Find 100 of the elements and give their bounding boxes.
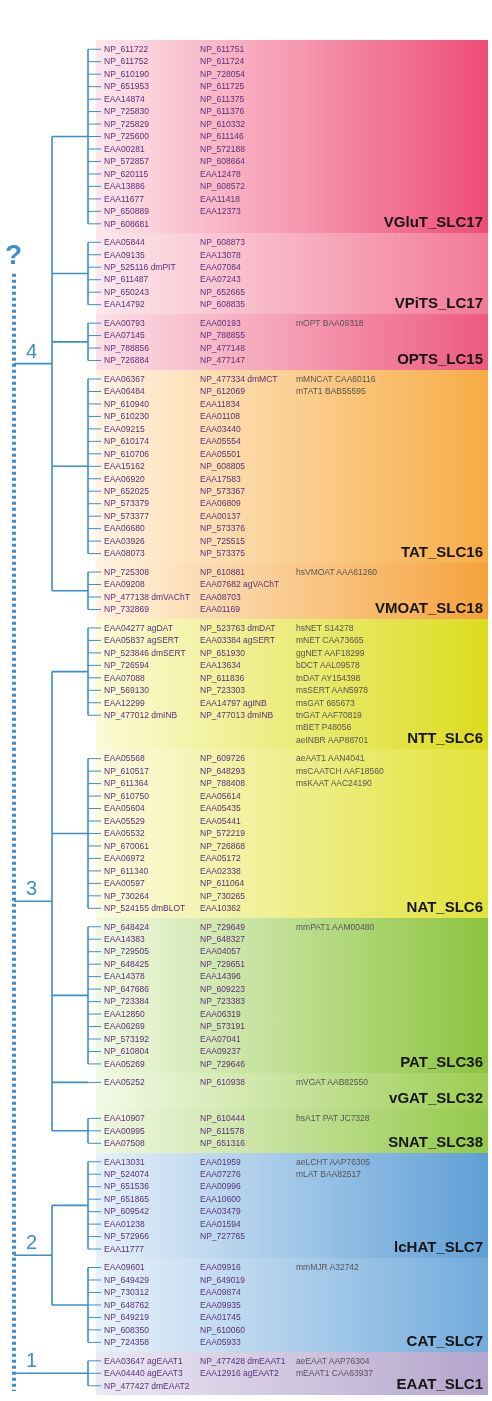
leaf-label: EAA14383: [104, 933, 145, 946]
leaf-label: NP_724358: [104, 1336, 149, 1349]
leaf-label: NP_477012 dmINB: [104, 709, 178, 722]
leaf-label: EAA10600: [200, 1192, 241, 1206]
leaf-label: EAA00793: [104, 316, 145, 330]
leaf-label: NP_728054: [200, 67, 245, 81]
leaf-label: EAA05568: [104, 752, 145, 765]
leaf-label: EAA06319: [200, 1007, 241, 1021]
leaf-label: NP_573367: [200, 485, 245, 498]
leaf-label: EAA08703: [200, 590, 241, 604]
clade-label: lcHAT_SLC7: [394, 1238, 483, 1257]
leaf-label: EAA03926: [104, 534, 145, 548]
leaf-label: NP_608805: [200, 460, 245, 473]
leaf-label: NP_727765: [200, 1230, 245, 1243]
leaf-label: NP_729505: [104, 945, 149, 958]
leaf-label: NP_611725: [200, 80, 245, 93]
leaf-label: NP_610230: [104, 410, 149, 423]
leaf-label: EAA11418: [200, 192, 240, 206]
leaf-label: NP_573192: [104, 1032, 149, 1046]
leaf-label: EAA03440: [200, 422, 241, 436]
leaf-label: EAA11834: [200, 397, 240, 411]
leaf-label: EAA01169: [200, 603, 240, 616]
leaf-label: NP_610706: [104, 447, 149, 461]
reference-label: hsNET S14278: [296, 621, 354, 635]
leaf-label: EAA08073: [104, 547, 145, 560]
leaf-label: EAA05501: [200, 447, 241, 461]
leaf-label: EAA06269: [104, 1020, 145, 1033]
leaf-label: NP_725830: [104, 105, 149, 118]
reference-label: mEAAT1 CAA63937: [296, 1367, 373, 1380]
leaf-label: EAA07084: [200, 261, 241, 274]
leaf-label: EAA12299: [104, 696, 145, 709]
question-mark: ?: [5, 239, 23, 270]
leaf-label: EAA02338: [200, 864, 241, 878]
leaf-label: NP_726868: [200, 839, 245, 853]
leaf-label: EAA14792: [104, 298, 145, 311]
leaf-label: EAA06920: [104, 472, 145, 485]
reference-label: msCAATCH AAF18560: [296, 764, 384, 778]
leaf-label: NP_608873: [200, 236, 245, 249]
leaf-label: EAA12478: [200, 167, 241, 181]
clade-band: [96, 40, 488, 234]
reference-label: ggNET AAF18299: [296, 646, 365, 660]
leaf-label: EAA09601: [104, 1261, 145, 1274]
leaf-label: NP_610881: [200, 565, 245, 579]
leaf-label: NP_569130: [104, 684, 149, 697]
reference-label: mOPT BAA09318: [296, 316, 364, 330]
clade-label: TAT_SLC16: [401, 542, 483, 561]
leaf-label: NP_648424: [104, 920, 149, 933]
reference-label: hsA1T PAT JC7328: [296, 1112, 370, 1125]
leaf-label: NP_610517: [104, 764, 149, 778]
clade-label: VPiTS_LC17: [394, 293, 483, 312]
leaf-label: EAA04277 agDAT: [104, 621, 173, 635]
leaf-label: EAA04440 agEAAT3: [104, 1367, 183, 1380]
leaf-label: NP_611487: [104, 273, 149, 286]
clade-band: [96, 749, 488, 918]
leaf-label: NP_608664: [200, 155, 245, 168]
leaf-label: NP_608350: [104, 1323, 149, 1337]
clade-band: [96, 369, 488, 563]
leaf-label: NP_651953: [104, 80, 149, 93]
leaf-label: NP_610060: [200, 1323, 245, 1337]
leaf-label: NP_573377: [104, 509, 149, 523]
leaf-label: EAA00597: [104, 877, 145, 890]
leaf-label: EAA03384 agSERT: [200, 634, 275, 647]
reference-label: msKAAT AAC24190: [296, 777, 372, 790]
reference-label: aeAAT1 AAN4041: [296, 752, 365, 765]
reference-label: msGAT 665673: [296, 696, 355, 709]
leaf-label: EAA06972: [104, 852, 145, 865]
leaf-label: NP_729651: [200, 957, 245, 971]
leaf-label: EAA10362: [200, 902, 241, 915]
leaf-label: EAA13078: [200, 248, 241, 261]
leaf-label: NP_651316: [200, 1137, 245, 1150]
leaf-label: NP_729649: [200, 920, 245, 933]
leaf-label: EAA07276: [200, 1168, 241, 1181]
leaf-label: NP_610174: [104, 435, 149, 448]
leaf-label: NP_788408: [200, 777, 245, 790]
leaf-label: EAA09215: [104, 422, 145, 436]
leaf-label: EAA00137: [200, 509, 241, 523]
leaf-label: NP_723303: [200, 684, 245, 697]
reference-label: mLAT BAA82517: [296, 1168, 361, 1181]
leaf-label: EAA05604: [104, 802, 145, 815]
clade-label: vGAT_SLC32: [389, 1089, 483, 1108]
leaf-label: NP_610190: [104, 67, 149, 81]
leaf-label: EAA01959: [200, 1155, 241, 1168]
leaf-label: NP_608835: [200, 298, 245, 311]
leaf-label: NP_572966: [104, 1230, 149, 1243]
leaf-label: NP_611752: [104, 55, 149, 68]
leaf-label: NP_477147: [200, 354, 245, 367]
reference-label: mMNCAT CAA60116: [296, 372, 376, 386]
leaf-label: EAA00995: [104, 1124, 145, 1138]
leaf-label: NP_610332: [200, 117, 245, 131]
leaf-label: NP_610940: [104, 397, 149, 411]
clade-band: [96, 1258, 488, 1352]
reference-label: tnGAT AAF70819: [296, 709, 362, 722]
leaf-label: NP_648293: [200, 764, 245, 778]
leaf-label: NP_610750: [104, 789, 149, 803]
leaf-label: NP_610444: [200, 1112, 245, 1125]
leaf-label: EAA17583: [200, 472, 241, 485]
leaf-label: EAA07088: [104, 671, 145, 685]
leaf-label: EAA07145: [104, 329, 145, 342]
clade-band: [96, 1351, 488, 1395]
leaf-label: NP_670061: [104, 839, 149, 853]
